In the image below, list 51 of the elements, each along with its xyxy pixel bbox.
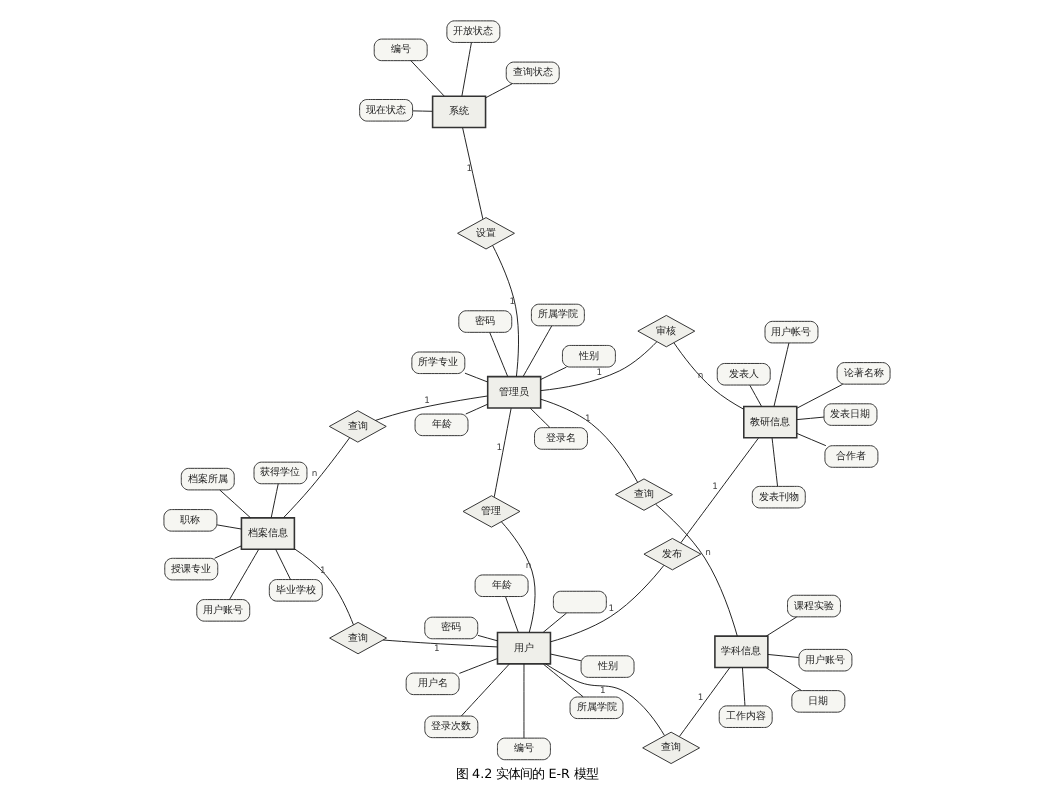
connector [679, 437, 758, 544]
connector [795, 416, 824, 421]
connector [213, 545, 241, 559]
connector [476, 634, 497, 642]
connector [274, 548, 290, 580]
connector [772, 342, 789, 407]
connector [459, 663, 509, 717]
connector [677, 667, 730, 737]
connector [764, 667, 801, 691]
connector [766, 654, 799, 658]
connector [373, 395, 487, 421]
connector [539, 366, 566, 380]
connector [269, 483, 278, 519]
connector [748, 384, 761, 407]
connector [549, 564, 664, 643]
connector [411, 110, 432, 112]
connector [522, 663, 524, 739]
connector [521, 325, 552, 377]
connector [672, 342, 744, 410]
connector [539, 398, 638, 483]
connector [541, 612, 567, 633]
connector [488, 332, 508, 378]
node-ellipse [551, 590, 606, 614]
connector [460, 42, 471, 97]
connector [541, 663, 583, 698]
connector [795, 383, 843, 409]
connector [215, 524, 241, 530]
connector [491, 245, 518, 377]
connector [409, 60, 444, 97]
connector [504, 596, 518, 633]
connector [484, 83, 512, 99]
connector [228, 548, 259, 600]
connector [463, 372, 488, 383]
connector [461, 127, 483, 220]
connector [549, 653, 581, 662]
connector [528, 407, 550, 428]
connector [499, 521, 535, 633]
connector [218, 489, 250, 519]
connector [795, 432, 826, 447]
connector [457, 658, 497, 674]
connector [492, 407, 511, 498]
connector [381, 639, 497, 648]
connector [292, 548, 353, 626]
connector [539, 341, 657, 392]
connector [281, 437, 349, 519]
connector [770, 437, 778, 487]
connector [544, 663, 664, 736]
connector [464, 403, 488, 415]
connector [740, 667, 745, 707]
connector [764, 616, 797, 637]
connector [654, 503, 737, 637]
